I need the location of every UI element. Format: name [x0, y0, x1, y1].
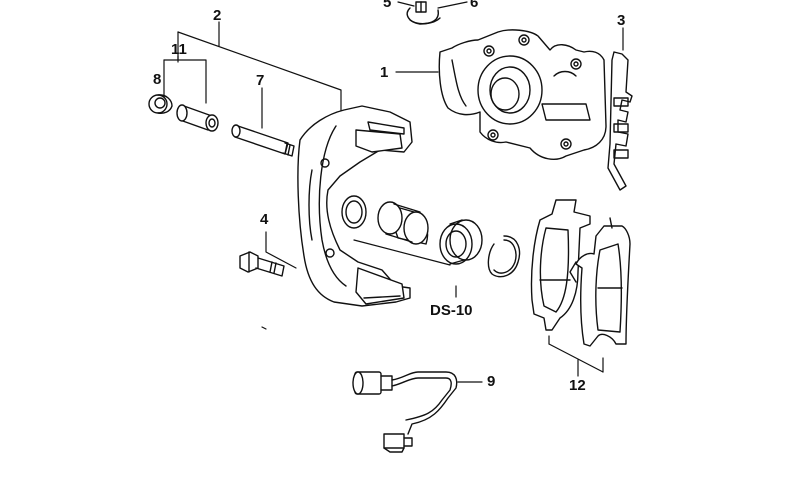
label-part-11: 11 [171, 41, 187, 58]
label-part-ds10: DS-10 [430, 302, 473, 319]
brake-pads [531, 200, 630, 346]
label-part-3: 3 [617, 12, 626, 29]
bleed-screw [407, 2, 440, 24]
label-part-9: 9 [487, 373, 496, 390]
piston-seal [342, 196, 366, 228]
label-part-1: 1 [380, 64, 389, 81]
leader-lines [163, 1, 624, 383]
label-part-8: 8 [153, 71, 162, 88]
guide-sleeve [177, 105, 218, 131]
label-part-7: 7 [256, 72, 265, 89]
label-part-2: 2 [213, 7, 222, 24]
retaining-ring [488, 236, 519, 277]
dust-cap [149, 95, 172, 113]
caliper-housing [439, 30, 606, 159]
dust-boot [440, 220, 482, 264]
guide-bolt [232, 125, 294, 156]
piston [378, 202, 428, 244]
caliper-carrier [298, 106, 412, 306]
hex-bolt [240, 252, 284, 276]
wear-sensor [353, 372, 457, 452]
label-part-12: 12 [569, 377, 586, 394]
label-part-5: 5 [383, 0, 392, 11]
spring-clip [608, 52, 632, 190]
label-part-6: 6 [470, 0, 479, 11]
label-part-4: 4 [260, 211, 269, 228]
